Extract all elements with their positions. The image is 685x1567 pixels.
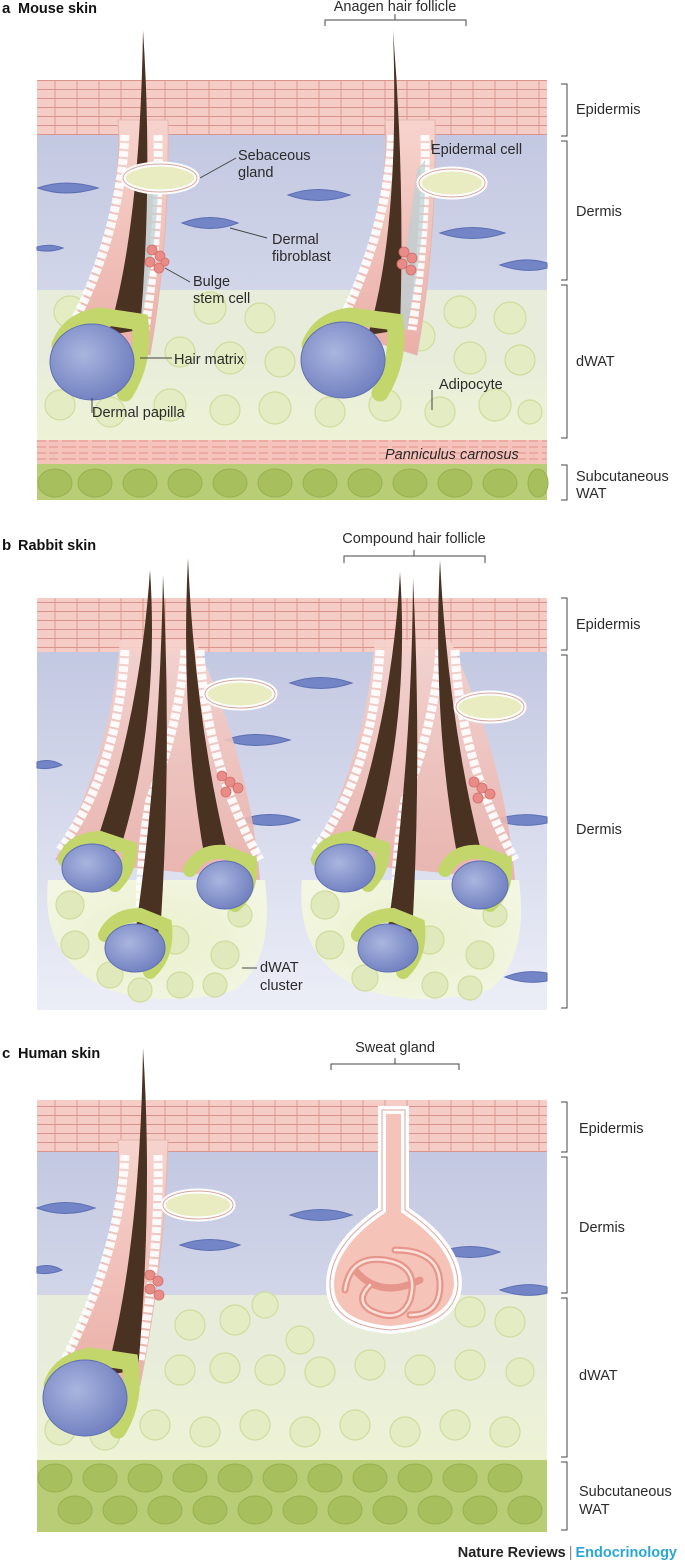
dermal-fibroblasts xyxy=(36,182,548,271)
layer-epidermis: Epidermis xyxy=(576,617,640,633)
label-fibroblast-2: fibroblast xyxy=(272,249,331,265)
hair-shaft xyxy=(368,30,402,335)
journal-name: Nature Reviews xyxy=(457,1545,566,1561)
panel-c: c Human skin xyxy=(2,1040,672,1532)
bulge-stem-cells xyxy=(144,1269,165,1301)
layer-subcutaneous-2: WAT xyxy=(579,1502,610,1518)
layer-dermis: Dermis xyxy=(579,1220,625,1236)
label-epidermal-cell: Epidermal cell xyxy=(431,142,522,158)
label-dermal-papilla: Dermal papilla xyxy=(92,405,186,421)
label-sebaceous-1: Sebaceous xyxy=(238,148,311,164)
layer-brackets xyxy=(561,83,568,501)
dermal-papilla xyxy=(61,843,123,893)
panel-a-title: Mouse skin xyxy=(18,1,97,17)
hair-shaft xyxy=(387,578,418,935)
hair-shaft xyxy=(106,1048,147,1375)
panel-c-title: Human skin xyxy=(18,1046,100,1062)
anagen-bracket xyxy=(324,14,467,26)
layer-dermis: Dermis xyxy=(576,204,622,220)
hair-follicle-2 xyxy=(300,30,488,402)
label-adipocyte: Adipocyte xyxy=(439,377,503,393)
dermal-papilla xyxy=(42,1359,128,1437)
dermal-papilla xyxy=(314,843,376,893)
layer-dwat: dWAT xyxy=(576,354,615,370)
layer-subcutaneous-1: Subcutaneous xyxy=(579,1484,672,1500)
dermal-fibroblasts xyxy=(36,677,548,983)
label-anagen-hair-follicle: Anagen hair follicle xyxy=(334,0,457,15)
sweat-gland xyxy=(325,1106,463,1335)
hair-follicle-1 xyxy=(49,30,200,402)
cluster-adipocytes xyxy=(55,890,508,1003)
dermal-papilla xyxy=(49,323,135,401)
bulge-stem-cells xyxy=(396,246,418,276)
epidermis-layer xyxy=(37,598,547,652)
label-hair-matrix: Hair matrix xyxy=(174,352,245,368)
hair-shaft xyxy=(344,572,403,855)
hair-shaft xyxy=(92,570,152,855)
journal-credit: Nature Reviews|Endocrinology xyxy=(458,1545,677,1561)
hair-shaft xyxy=(135,575,167,935)
hair-follicle-human xyxy=(42,1048,236,1439)
layer-dermis: Dermis xyxy=(576,822,622,838)
panel-a-letter: a xyxy=(2,0,11,17)
layer-subcutaneous-2: WAT xyxy=(576,486,607,502)
dermal-papilla xyxy=(300,321,386,399)
label-sweat-gland: Sweat gland xyxy=(355,1040,435,1056)
layer-epidermis: Epidermis xyxy=(576,102,640,118)
bulge-stem-cells xyxy=(216,770,244,798)
leader-lines xyxy=(91,140,433,413)
subcutaneous-adipocytes xyxy=(37,468,549,498)
epidermis-layer xyxy=(37,1100,547,1152)
label-panniculus-carnosus: Panniculus carnosus xyxy=(385,447,519,463)
compound-follicle-2 xyxy=(310,560,527,979)
compound-bracket xyxy=(343,550,486,563)
label-dwat-cluster-1: dWAT xyxy=(260,960,299,976)
panel-b-letter: b xyxy=(2,537,11,554)
panel-b: b Rabbit skin xyxy=(2,531,640,1010)
layer-dwat: dWAT xyxy=(579,1368,618,1384)
hair-shaft xyxy=(108,30,148,335)
epidermis-layer xyxy=(37,80,547,135)
hair-matrix xyxy=(58,830,138,892)
layer-brackets xyxy=(561,597,568,1009)
bulge-stem-cells xyxy=(468,776,496,804)
layer-brackets xyxy=(561,1101,568,1531)
journal-section: Endocrinology xyxy=(575,1545,678,1561)
subcutaneous-adipocytes xyxy=(37,1463,543,1525)
dermal-fibroblasts xyxy=(35,1202,548,1296)
credit-separator: | xyxy=(568,1545,573,1561)
label-dwat-cluster-2: cluster xyxy=(260,978,303,994)
panel-c-letter: c xyxy=(2,1045,10,1062)
compound-follicle-1 xyxy=(55,558,278,979)
panniculus-layer xyxy=(37,440,547,464)
label-fibroblast-1: Dermal xyxy=(272,232,319,248)
sweat-bracket xyxy=(330,1058,460,1070)
hair-shaft xyxy=(438,560,482,860)
panel-b-title: Rabbit skin xyxy=(18,538,96,554)
layer-epidermis: Epidermis xyxy=(579,1121,643,1137)
bulge-stem-cells xyxy=(144,244,170,274)
label-compound-hair-follicle: Compound hair follicle xyxy=(342,531,485,547)
hair-matrix xyxy=(311,830,391,892)
hair-shaft xyxy=(186,558,228,860)
label-sebaceous-2: gland xyxy=(238,165,273,181)
label-bulge-2: stem cell xyxy=(193,291,250,307)
label-bulge-1: Bulge xyxy=(193,274,230,290)
panel-a: a Mouse skin xyxy=(2,0,669,502)
layer-subcutaneous-1: Subcutaneous xyxy=(576,469,669,485)
